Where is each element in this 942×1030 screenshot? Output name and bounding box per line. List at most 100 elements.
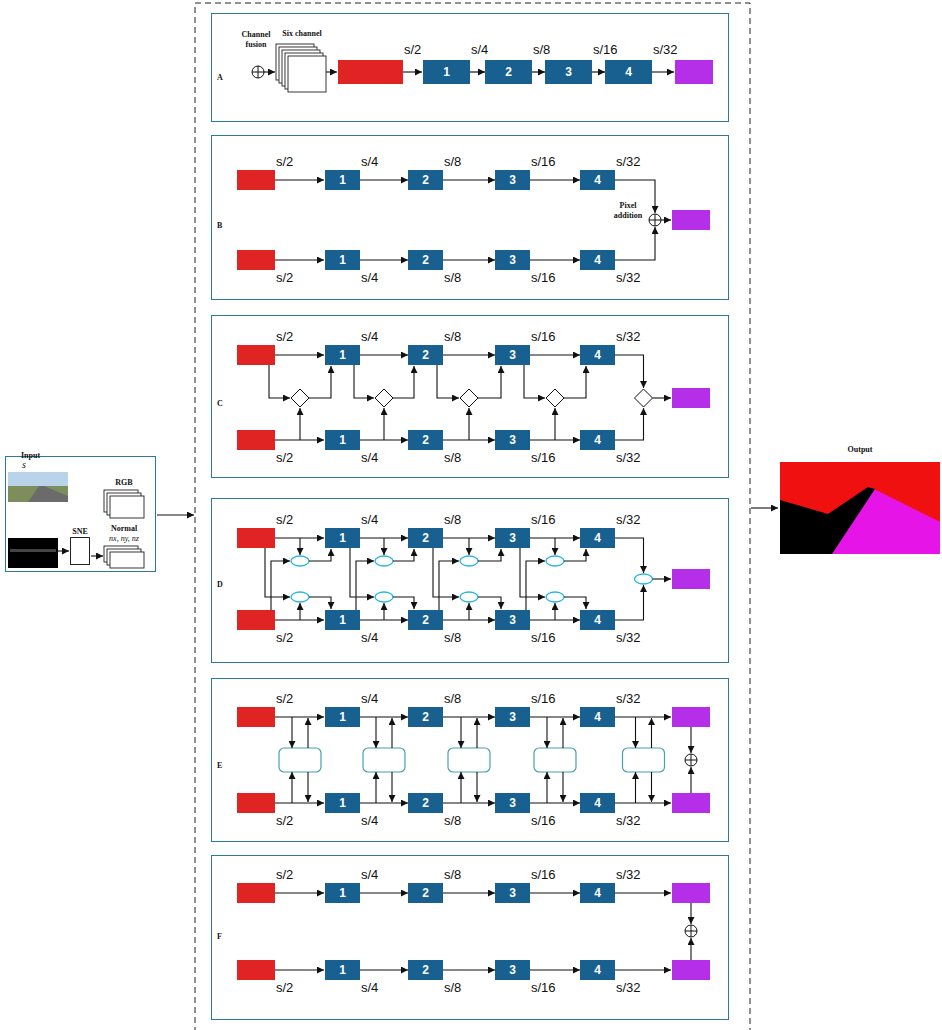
stem-block (237, 960, 275, 980)
scale-label: s/32 (653, 42, 678, 58)
encoder-block: 4 (580, 250, 615, 270)
encoder-block: 3 (495, 345, 530, 365)
scale-label: s/16 (531, 450, 556, 466)
scale-label: s/16 (531, 980, 556, 996)
label-text: s/8 (444, 691, 461, 706)
encoder-block: 2 (408, 960, 443, 980)
connector-arrow (530, 179, 580, 180)
wire (375, 717, 376, 748)
encoder-block: 3 (495, 250, 530, 270)
connector-arrow (530, 619, 580, 620)
label-text: s/32 (616, 813, 641, 828)
scale-label: s/4 (471, 42, 488, 58)
wire (299, 408, 300, 440)
text-label: RGB (115, 478, 132, 488)
wire (275, 716, 324, 717)
connector-arrow (530, 537, 580, 538)
fusion-module (363, 748, 405, 772)
scale-label: s/16 (531, 270, 556, 286)
scale-label: s/8 (444, 867, 461, 883)
wire (554, 408, 555, 440)
addition-symbol (649, 214, 661, 226)
encoder-block: 1 (325, 345, 360, 365)
block-number: 4 (594, 433, 601, 447)
block-number: 1 (339, 348, 346, 362)
connector-arrow (530, 716, 580, 717)
scale-label: s/4 (361, 980, 378, 996)
wire (391, 772, 392, 802)
block-number: 1 (339, 796, 346, 810)
fusion-ellipse (375, 556, 393, 566)
connector-arrow (530, 969, 580, 970)
block-number: 2 (422, 963, 429, 977)
label-text: s/32 (616, 630, 641, 645)
encoder-block: 3 (545, 60, 592, 84)
wire (526, 561, 545, 610)
segmentation-output (780, 462, 940, 554)
connector-arrow (530, 439, 580, 440)
label-text: Channel fusion (242, 30, 271, 49)
label-text: nx, ny, nz (109, 534, 139, 543)
wire (520, 548, 545, 597)
wire (275, 259, 324, 260)
wire (291, 717, 292, 748)
panel-letter: C (217, 398, 223, 410)
connector-arrow (592, 71, 605, 72)
scale-label: s/2 (276, 813, 293, 829)
encoder-block: 2 (408, 250, 443, 270)
panel-letter: E (217, 760, 222, 772)
panel-letter: D (217, 579, 223, 591)
wire (478, 549, 501, 561)
label-text: s/4 (361, 154, 378, 169)
scale-label: s/2 (276, 450, 293, 466)
wire (393, 597, 414, 609)
scale-label: s/2 (276, 691, 293, 707)
block-number: 3 (509, 963, 516, 977)
wire (264, 71, 275, 72)
wire (354, 365, 374, 398)
label-text: s/32 (616, 329, 641, 344)
connector-arrow (530, 802, 580, 803)
block-number: 3 (509, 613, 516, 627)
label-text: s/32 (653, 42, 678, 57)
scale-label: s/8 (444, 154, 461, 170)
wire (299, 538, 300, 555)
encoder-block: 3 (495, 883, 530, 903)
block-number: 4 (594, 531, 601, 545)
encoder-block: 3 (495, 610, 530, 630)
label-text: s/2 (276, 691, 293, 706)
label-text: s/2 (276, 512, 293, 527)
decoder-block (672, 960, 710, 980)
wire (383, 408, 384, 440)
label-text: s/4 (471, 42, 488, 57)
block-number: 2 (422, 710, 429, 724)
scale-label: s/2 (276, 867, 293, 883)
channel-stack (110, 496, 144, 518)
wire (383, 603, 384, 620)
encoder-block: 1 (325, 707, 360, 727)
stem-block (338, 60, 403, 84)
label-text: s/16 (531, 512, 556, 527)
input-box: InputSNE (5, 456, 156, 572)
encoder-block: 1 (325, 528, 360, 548)
fusion-diamond (291, 389, 309, 407)
sne-module: SNE (62, 526, 98, 566)
block-number: 3 (509, 710, 516, 724)
label-text: s/16 (531, 154, 556, 169)
label-text: s/32 (616, 691, 641, 706)
connector-arrow (360, 716, 408, 717)
label-text: s/4 (361, 980, 378, 995)
block-number: 2 (422, 348, 429, 362)
connector-arrow (443, 892, 495, 893)
stem-block (237, 883, 275, 903)
wire (375, 772, 376, 803)
encoder-block: 1 (325, 250, 360, 270)
wire (690, 767, 691, 793)
wire (615, 716, 671, 717)
wire (439, 561, 459, 610)
label-text: s/4 (361, 512, 378, 527)
block-number: 3 (509, 886, 516, 900)
label-text: s/2 (276, 270, 293, 285)
block-number: 3 (509, 173, 516, 187)
label-text: s/32 (616, 450, 641, 465)
